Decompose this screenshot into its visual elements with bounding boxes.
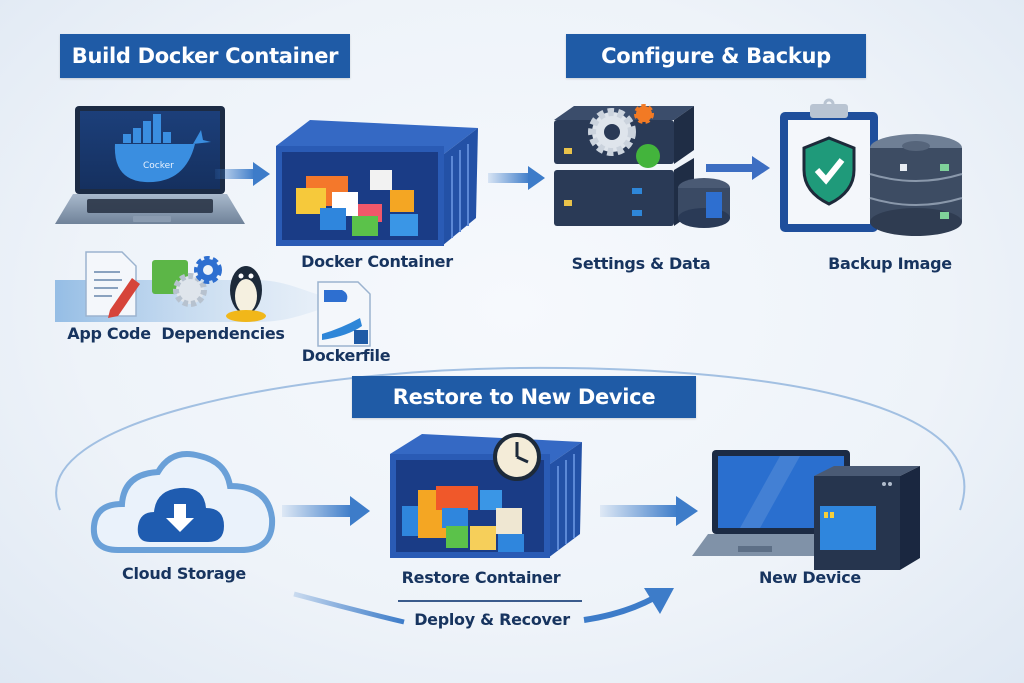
app-code-label: App Code: [67, 324, 151, 343]
laptop-screen-text: Cocker: [143, 161, 174, 171]
arrow-container-to-device: [600, 496, 698, 526]
restore-section-banner: Restore to New Device: [352, 376, 696, 418]
clock-icon: [493, 433, 541, 481]
docker-container-label: Docker Container: [301, 252, 453, 271]
dependencies-label: Dependencies: [161, 324, 285, 343]
arrow-settings-to-backup: [706, 156, 770, 180]
new-device-server-icon: [814, 466, 920, 570]
deploy-curved-arrow: [293, 588, 674, 625]
backup-database-icon: [869, 134, 963, 236]
restore-container-label: Restore Container: [401, 568, 561, 587]
restore-section-title: Restore to New Device: [392, 385, 656, 409]
settings-data-label: Settings & Data: [571, 254, 711, 273]
backup-clipboard-icon: [780, 98, 878, 232]
settings-servers-icon: [554, 104, 730, 228]
restore-container-icon: [390, 434, 582, 558]
arrow-cloud-to-container: [282, 496, 370, 526]
build-section-title: Build Docker Container: [71, 44, 339, 68]
configure-section-banner: Configure & Backup: [566, 34, 866, 78]
linux-penguin-icon: [226, 266, 266, 322]
dockerfile-label: Dockerfile: [301, 346, 391, 365]
cloud-storage-label: Cloud Storage: [122, 564, 246, 583]
build-section-banner: Build Docker Container: [60, 34, 350, 78]
arrow-container-to-settings: [488, 166, 545, 190]
laptop-icon: Cocker: [55, 106, 245, 224]
app-code-icon: [85, 251, 140, 318]
restore-divider: [398, 600, 582, 602]
arrow-laptop-to-container: [215, 162, 270, 186]
configure-section-title: Configure & Backup: [601, 44, 831, 68]
dependencies-icon: [152, 256, 222, 307]
cloud-storage-icon: [90, 451, 276, 553]
deploy-recover-label: Deploy & Recover: [414, 610, 570, 629]
docker-container-icon: [276, 120, 478, 246]
dockerfile-icon: [317, 281, 371, 347]
backup-image-label: Backup Image: [828, 254, 952, 273]
new-device-label: New Device: [759, 568, 861, 587]
